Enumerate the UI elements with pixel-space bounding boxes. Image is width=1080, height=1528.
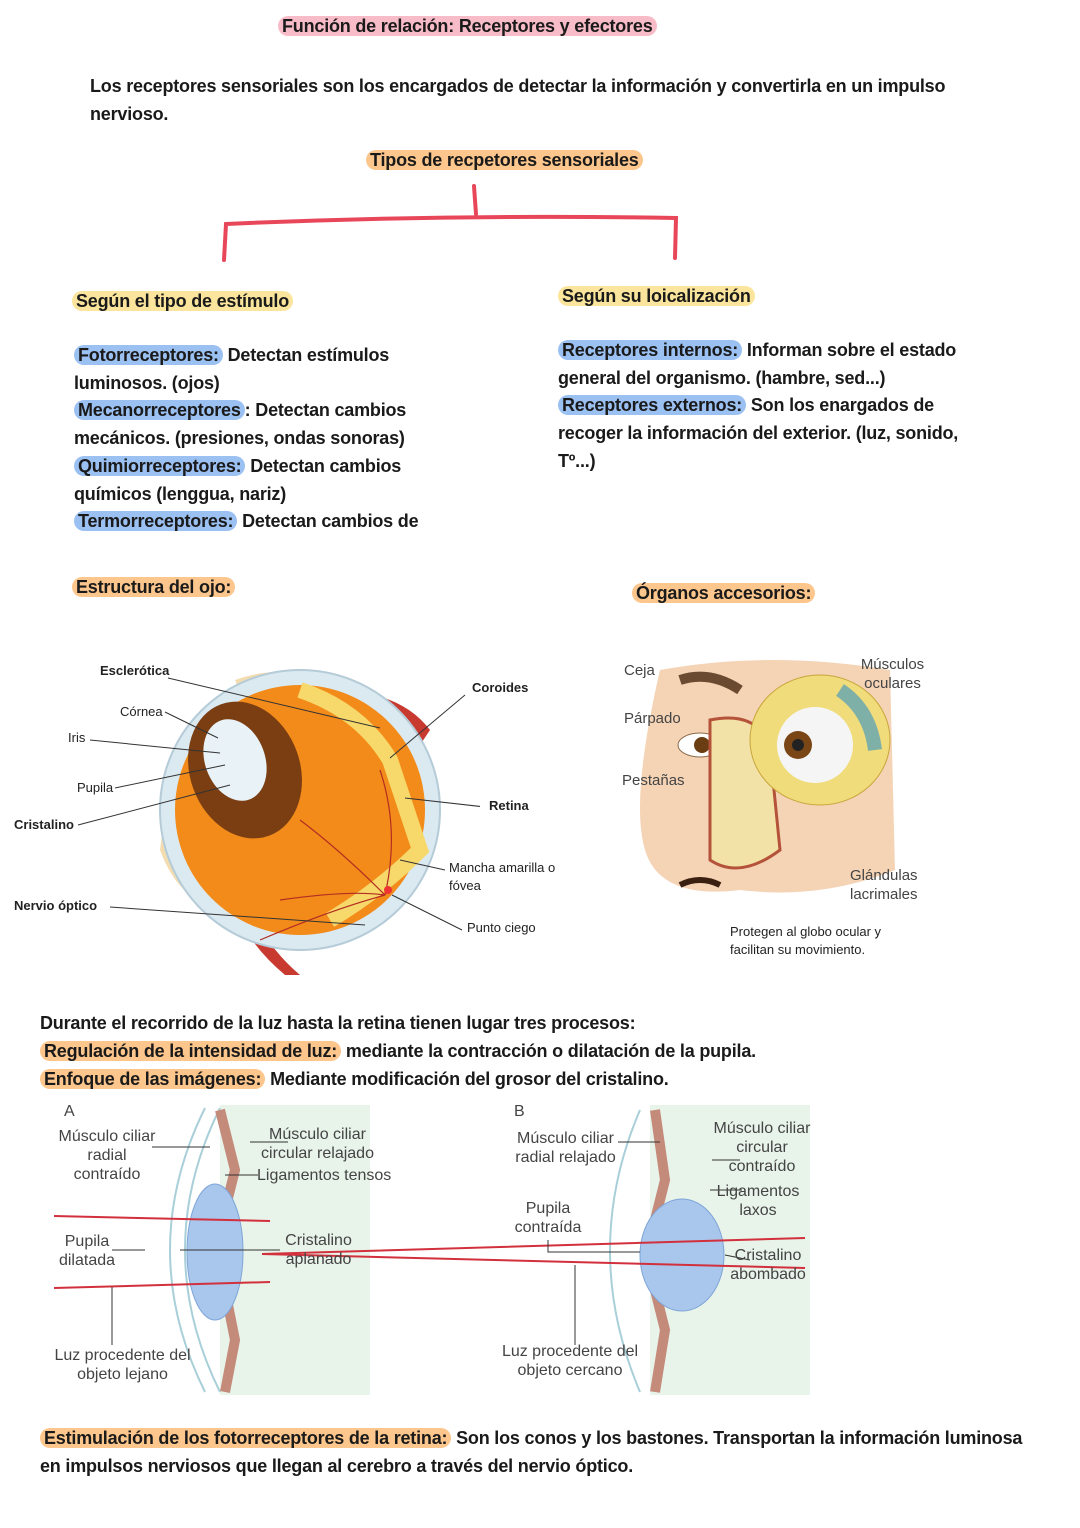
desc: Son los conos y los bastones. Transporta… <box>40 1428 1023 1476</box>
accessory-heading: Órganos accesorios: <box>632 579 816 607</box>
desc: Detectan estímulos luminosos. (ojos) <box>74 345 390 393</box>
label-a-pupila: Pupila dilatada <box>58 1233 116 1269</box>
process-item: Enfoque de las imágenes: Mediante modifi… <box>40 1065 1060 1093</box>
desc: Mediante modificación del grosor del cri… <box>265 1069 669 1089</box>
label-cornea: Córnea <box>120 704 163 719</box>
list-item: Receptores internos: Informan sobre el e… <box>558 337 988 392</box>
term: Mecanorreceptores <box>74 400 245 421</box>
tree-root: Tipos de recpetores sensoriales <box>366 146 643 174</box>
term: Termorreceptores: <box>74 511 238 532</box>
desc: mediante la contracción o dilatación de … <box>341 1041 756 1061</box>
left-heading-label: Según el tipo de estímulo <box>72 291 294 311</box>
term: Enfoque de las imágenes: <box>40 1069 266 1089</box>
label-b: B <box>514 1103 525 1120</box>
term: Fotorreceptores: <box>74 345 223 365</box>
label-mancha-amarilla: Mancha amarilla o fóvea <box>449 860 556 893</box>
label-parpado: Párpado <box>624 710 681 727</box>
list-item: Receptores externos: Son los enargados d… <box>558 392 988 475</box>
label-a-radial: Músculo ciliar radial contraído <box>58 1128 156 1183</box>
page-title: Función de relación: Receptores y efecto… <box>278 12 657 40</box>
desc: Son los enargados de recoger la informac… <box>558 395 959 471</box>
title-text: Función de relación: Receptores y efecto… <box>278 16 657 36</box>
processes-section: Durante el recorrido de la luz hasta la … <box>40 1009 1060 1093</box>
list-item: Termorreceptores: Detectan cambios de <box>74 508 474 536</box>
label-cristalino: Cristalino <box>14 817 74 832</box>
left-heading: Según el tipo de estímulo <box>72 287 294 315</box>
desc: : Detectan cambios mecánicos. (presiones… <box>74 400 407 449</box>
process-item: Regulación de la intensidad de luz: medi… <box>40 1037 1060 1065</box>
label-nervio-optico: Nervio óptico <box>14 898 98 913</box>
eye-heading-label: Estructura del ojo: <box>72 577 236 597</box>
list-item: Quimiorreceptores: Detectan cambios quím… <box>74 453 474 508</box>
label-b-luz: Luz procedente del objeto cercano <box>501 1343 639 1379</box>
stimulus-list: Fotorreceptores: Detectan estímulos lumi… <box>74 342 474 536</box>
label-pupila: Pupila <box>77 780 114 795</box>
eye-diagram <box>77 669 480 975</box>
term: Quimiorreceptores: <box>74 455 246 476</box>
label-retina: Retina <box>489 798 529 813</box>
location-list: Receptores internos: Informan sobre el e… <box>558 337 988 476</box>
label-a: A <box>64 1103 75 1120</box>
label-pestanas: Pestañas <box>622 772 685 789</box>
right-heading: Según su loicalización <box>558 282 755 310</box>
term: Estimulación de los fotorreceptores de l… <box>40 1428 452 1448</box>
label-a-luz: Luz procedente del objeto lejano <box>54 1347 191 1383</box>
label-a-ligamentos: Ligamentos tensos <box>257 1167 392 1184</box>
label-b-pupila: Pupila contraída <box>514 1200 582 1236</box>
label-b-circular: Músculo ciliar circular contraído <box>713 1120 811 1175</box>
label-b-radial: Músculo ciliar radial relajado <box>515 1130 616 1166</box>
list-item: Mecanorreceptores: Detectan cambios mecá… <box>74 397 474 452</box>
processes-intro: Durante el recorrido de la luz hasta la … <box>40 1013 636 1033</box>
term: Regulación de la intensidad de luz: <box>40 1041 342 1061</box>
label-a-circular: Músculo ciliar circular relajado <box>261 1126 374 1162</box>
right-heading-label: Según su loicalización <box>558 286 755 306</box>
tree-connector <box>222 184 679 262</box>
label-musculos-oculares: Músculos oculares <box>860 656 925 692</box>
desc: Informan sobre el estado general del org… <box>558 340 957 388</box>
label-coroides: Coroides <box>472 680 529 695</box>
accessory-organs-diagram <box>640 660 895 893</box>
desc: Detectan cambios químicos (lenggua, nari… <box>74 455 402 504</box>
label-a-cristalino: Cristalino aplanado <box>285 1232 352 1268</box>
label-b-cristalino: Cristalino abombado <box>730 1247 806 1283</box>
list-item: Fotorreceptores: Detectan estímulos lumi… <box>74 342 474 397</box>
accessory-heading-label: Órganos accesorios: <box>632 583 816 603</box>
label-glandulas-lacrimales: Glándulas lacrimales <box>850 867 918 903</box>
label-b-ligamentos: Ligamentos laxos <box>716 1183 800 1219</box>
label-punto-ciego: Punto ciego <box>467 920 536 935</box>
tree-root-label: Tipos de recpetores sensoriales <box>366 150 643 170</box>
label-ceja: Ceja <box>624 662 655 679</box>
accessory-caption: Protegen al globo ocular y facilitan su … <box>730 924 882 957</box>
photoreceptor-process: Estimulación de los fotorreceptores de l… <box>40 1424 1040 1480</box>
accommodation-diagram <box>53 1105 810 1395</box>
label-esclerotica: Esclerótica <box>100 663 170 678</box>
term: Receptores internos: <box>558 340 743 360</box>
intro-text: Los receptores sensoriales son los encar… <box>90 76 946 124</box>
term: Receptores externos: <box>558 395 747 416</box>
label-iris: Iris <box>68 730 86 745</box>
desc: Detectan cambios de <box>237 511 419 532</box>
eye-heading: Estructura del ojo: <box>72 573 236 601</box>
